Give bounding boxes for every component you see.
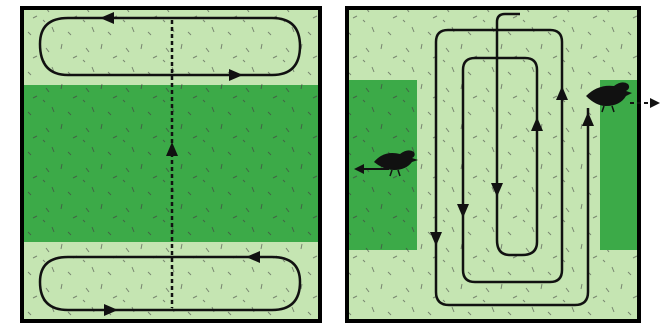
right-panel bbox=[347, 8, 660, 321]
arrow-icon bbox=[650, 98, 660, 108]
left-panel bbox=[22, 8, 320, 321]
